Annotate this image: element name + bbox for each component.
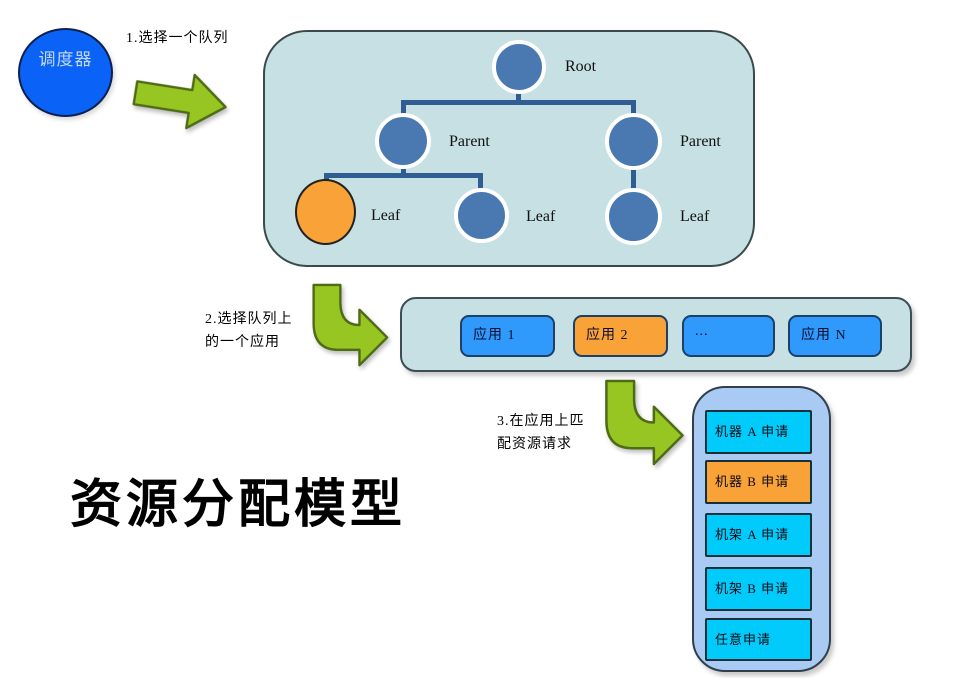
tree-connector bbox=[401, 100, 406, 114]
step2-line1: 2.选择队列上 bbox=[205, 312, 293, 327]
page-title: 资源分配模型 bbox=[70, 477, 407, 534]
step1-label: 1.选择一个队列 bbox=[126, 31, 229, 46]
tree-connector bbox=[324, 173, 483, 178]
tree-connector bbox=[631, 166, 636, 190]
scheduler-label: 调度器 bbox=[38, 50, 93, 69]
leaf-selected-label: Leaf bbox=[371, 207, 401, 224]
app-box-2: 应用 2 bbox=[573, 315, 668, 357]
parent-node-right bbox=[605, 113, 662, 170]
bent-arrow-icon bbox=[605, 379, 684, 466]
request-box-any: 任意申请 bbox=[705, 618, 812, 661]
step3-label: 3.在应用上匹 配资源请求 bbox=[497, 410, 585, 456]
parent-node-left bbox=[375, 113, 431, 169]
step2-line2: 的一个应用 bbox=[205, 335, 280, 350]
app-box-ellipsis: ... bbox=[682, 315, 775, 357]
leaf-right-label: Leaf bbox=[680, 208, 710, 225]
root-label: Root bbox=[565, 58, 597, 75]
parent-left-label: Parent bbox=[449, 133, 490, 150]
step3-line2: 配资源请求 bbox=[497, 437, 572, 452]
leaf-middle-label: Leaf bbox=[526, 208, 556, 225]
root-node bbox=[492, 40, 546, 94]
bent-arrow-icon bbox=[312, 283, 389, 367]
leaf-node-selected bbox=[295, 179, 356, 245]
request-box-machine-a: 机器 A 申请 bbox=[705, 410, 812, 454]
leaf-node-right bbox=[605, 188, 662, 245]
leaf-node-middle bbox=[454, 188, 509, 243]
tree-connector bbox=[324, 173, 329, 183]
tree-connector bbox=[401, 166, 406, 177]
scheduler-node: 调度器 bbox=[18, 28, 113, 117]
step2-label: 2.选择队列上 的一个应用 bbox=[205, 308, 293, 354]
step3-line1: 3.在应用上匹 bbox=[497, 414, 585, 429]
request-box-machine-b: 机器 B 申请 bbox=[705, 460, 812, 504]
right-arrow-icon bbox=[132, 73, 227, 130]
tree-connector bbox=[631, 100, 636, 114]
app-box-1: 应用 1 bbox=[460, 315, 555, 357]
parent-right-label: Parent bbox=[680, 133, 721, 150]
request-box-rack-b: 机架 B 申请 bbox=[705, 567, 812, 611]
app-box-n: 应用 N bbox=[788, 315, 882, 357]
tree-connector bbox=[401, 100, 636, 105]
tree-connector bbox=[516, 90, 521, 103]
request-box-rack-a: 机架 A 申请 bbox=[705, 513, 812, 557]
tree-connector bbox=[478, 173, 483, 191]
